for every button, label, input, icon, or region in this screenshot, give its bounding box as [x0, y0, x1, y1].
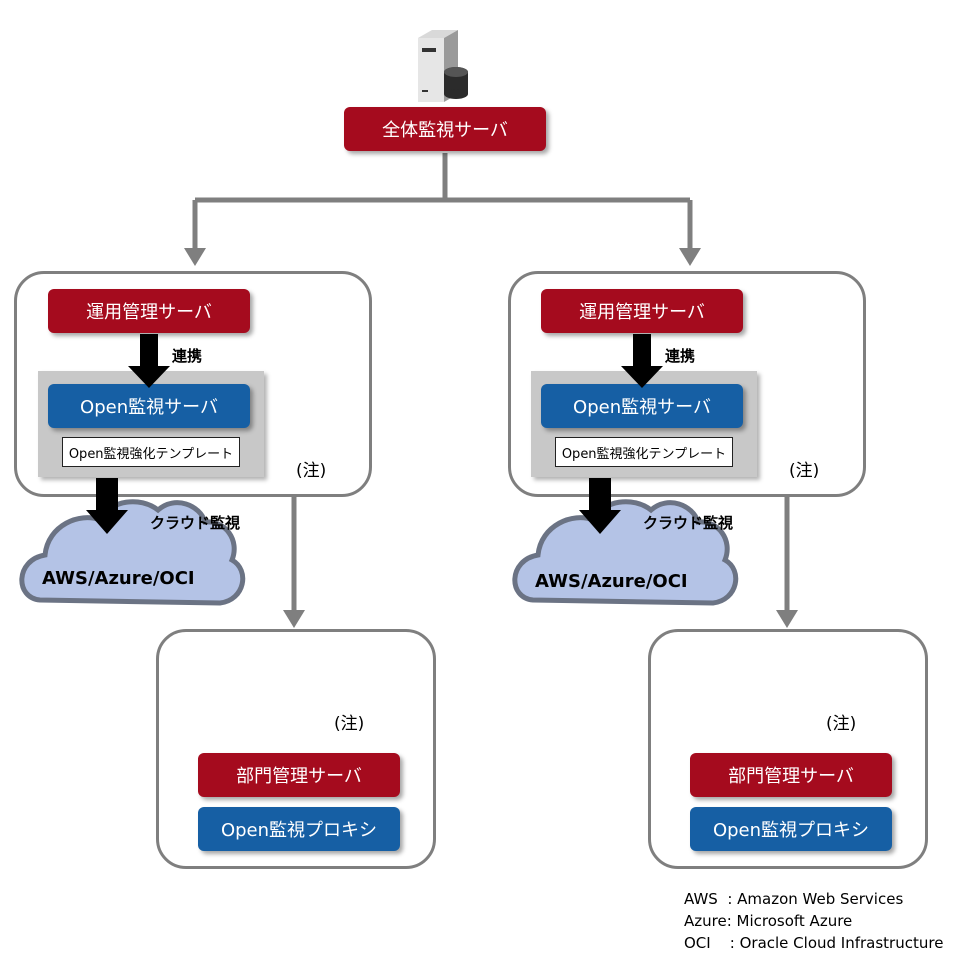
- left-ops-server: 運用管理サーバ: [48, 289, 250, 333]
- legend-azure: Azure: Microsoft Azure: [684, 912, 853, 930]
- right-template: Open監視強化テンプレート: [555, 437, 733, 467]
- left-template: Open監視強化テンプレート: [62, 437, 240, 467]
- left-dept-server: 部門管理サーバ: [198, 753, 400, 797]
- left-dept-note: (注): [334, 714, 365, 734]
- top-monitor-server: 全体監視サーバ: [344, 107, 546, 151]
- right-link-label: 連携: [665, 347, 696, 365]
- right-cloud-arrow: [579, 478, 621, 534]
- left-cloud: [19, 499, 246, 606]
- left-proxy: Open監視プロキシ: [198, 807, 400, 851]
- left-open-server: Open監視サーバ: [48, 384, 250, 428]
- right-cloud-monitor-label: クラウド監視: [643, 514, 734, 532]
- right-cloud: [512, 499, 739, 606]
- top-server-icon: [418, 30, 468, 102]
- left-link-arrow: [128, 334, 170, 388]
- right-link-arrow: [621, 334, 663, 388]
- right-ops-server: 運用管理サーバ: [541, 289, 743, 333]
- left-cloud-arrow: [86, 478, 128, 534]
- arrow-to-right-ops: [679, 248, 701, 266]
- right-cloud-label: AWS/Azure/OCI: [535, 571, 688, 592]
- arrow-to-right-dept: [776, 610, 798, 628]
- top-connector: [192, 153, 693, 250]
- left-note: (注): [296, 461, 327, 481]
- left-cloud-monitor-label: クラウド監視: [150, 514, 241, 532]
- right-proxy: Open監視プロキシ: [690, 807, 892, 851]
- arrow-to-left-ops: [184, 248, 206, 266]
- right-note: (注): [789, 461, 820, 481]
- arrow-to-left-dept: [283, 610, 305, 628]
- legend-oci: OCI : Oracle Cloud Infrastructure: [684, 934, 944, 952]
- left-cloud-label: AWS/Azure/OCI: [42, 568, 195, 589]
- right-dept-note: (注): [826, 714, 857, 734]
- right-dept-server: 部門管理サーバ: [690, 753, 892, 797]
- left-link-label: 連携: [172, 347, 203, 365]
- legend-aws: AWS : Amazon Web Services: [684, 890, 904, 908]
- right-open-server: Open監視サーバ: [541, 384, 743, 428]
